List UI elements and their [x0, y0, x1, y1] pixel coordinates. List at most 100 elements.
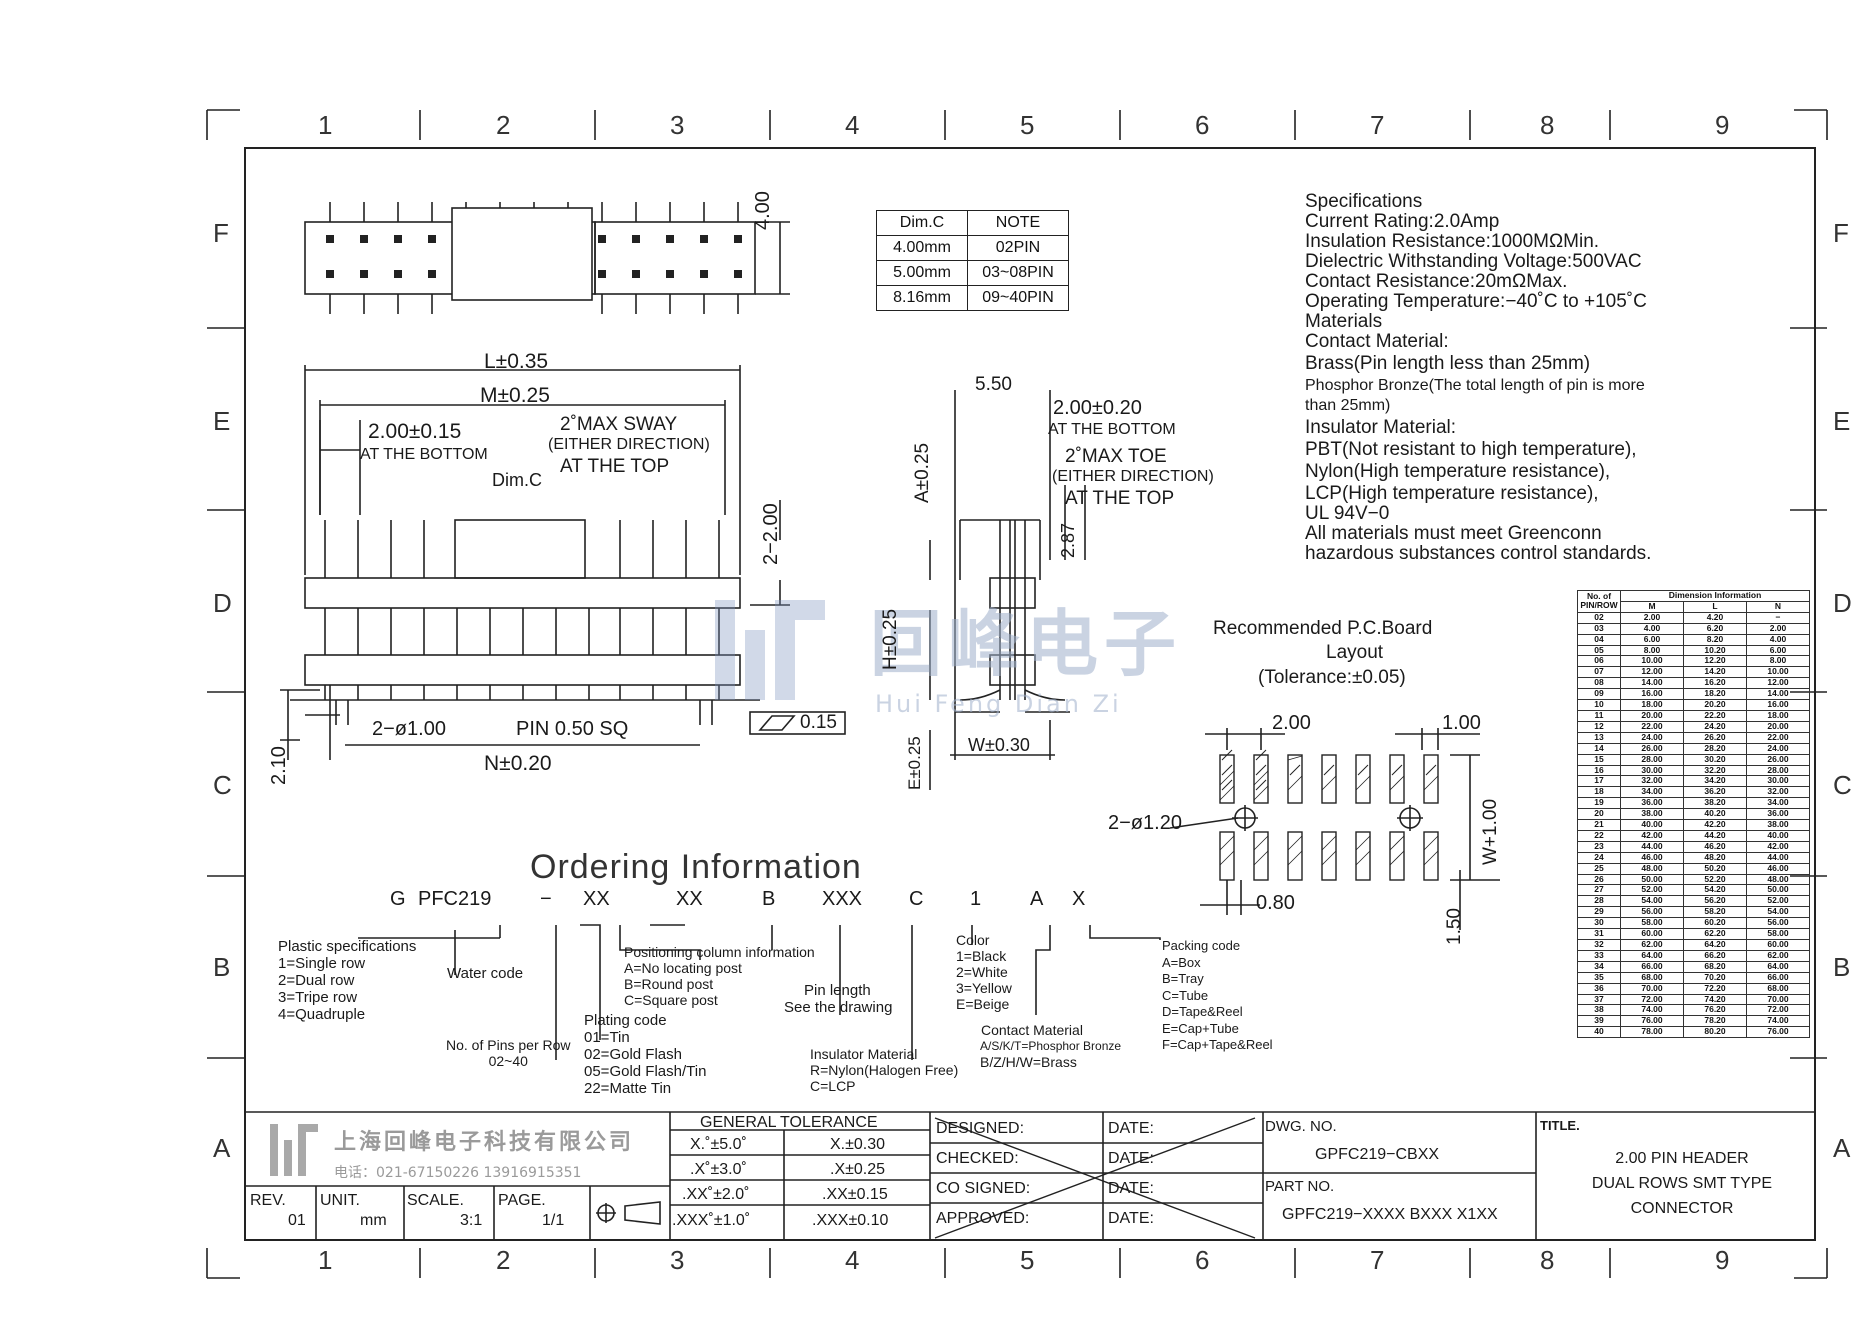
drawing-title: 2.00 PIN HEADER DUAL ROWS SMT TYPE CONNE… [1562, 1146, 1802, 1221]
side-at-bottom: AT THE BOTTOM [1048, 421, 1176, 438]
ordering-code-part: XXX [822, 888, 863, 910]
dim-m-cell: 28.00 [1620, 753, 1684, 766]
dim-l-cell: 14.20 [1683, 666, 1747, 679]
watermark-pinyin: Hui Feng Dian Zi [875, 690, 1122, 718]
spec-line: Brass(Pin length less than 25mm) [1305, 353, 1591, 374]
dim-l-cell: 18.20 [1683, 688, 1747, 701]
front-dim-c: Dim.C [492, 470, 542, 490]
pin-count-cell: 16 [1577, 764, 1621, 777]
pin-count-cell: 34 [1577, 960, 1621, 973]
part-no-label: PART NO. [1265, 1178, 1335, 1195]
dim-m-cell: 38.00 [1620, 808, 1684, 821]
dim-m-cell: 12.00 [1620, 666, 1684, 679]
dim-l-cell: 26.20 [1683, 731, 1747, 744]
spec-line: Materials [1305, 311, 1383, 332]
zone-col-6-bottom: 6 [1195, 1245, 1210, 1275]
pin-count-cell: 08 [1577, 677, 1621, 690]
spec-line: Current Rating:2.0Amp [1305, 211, 1500, 232]
pin-count-cell: 35 [1577, 971, 1621, 984]
dim-l-cell: 34.20 [1683, 775, 1747, 788]
side-dim-h: H±0.25 [880, 608, 901, 670]
dim-n-cell: 52.00 [1746, 895, 1810, 908]
dim-n-cell: 32.00 [1746, 786, 1810, 799]
dim-n-cell: 56.00 [1746, 917, 1810, 930]
zone-row-f: F [213, 218, 229, 248]
pin-table-col-m: M [1620, 600, 1684, 613]
tolerance-linear: .XX±0.15 [822, 1186, 888, 1203]
date-label: DATE: [1108, 1120, 1154, 1137]
dim-c-note: 09~40PIN [967, 285, 1069, 311]
zone-row-a-right: A [1833, 1133, 1851, 1163]
dim-c-note: 03~08PIN [967, 260, 1069, 286]
side-dim-a: A±0.25 [912, 442, 933, 503]
dim-l-cell: 62.20 [1683, 928, 1747, 940]
ordering-code-part: C [909, 888, 924, 910]
front-dim-210: 2.10 [268, 746, 290, 785]
dim-n-cell: 62.00 [1746, 949, 1810, 962]
drawing-title-line: CONNECTOR [1630, 1200, 1734, 1217]
dim-n-cell: 68.00 [1746, 982, 1810, 995]
spec-line: UL 94V−0 [1305, 503, 1390, 524]
dim-m-cell: 26.00 [1620, 742, 1684, 755]
dim-n-cell: 40.00 [1746, 829, 1810, 842]
front-dim-l: L±0.35 [484, 350, 549, 373]
front-sway-3: AT THE TOP [560, 456, 670, 477]
ordering-code-part: A [1030, 888, 1044, 910]
dim-l-cell: 48.20 [1683, 851, 1747, 864]
dim-l-cell: 60.20 [1683, 917, 1747, 930]
scale-value: 3:1 [460, 1212, 483, 1229]
dim-m-cell: 40.00 [1620, 819, 1684, 831]
pin-count-cell: 14 [1577, 742, 1621, 755]
dim-n-cell: 26.00 [1746, 753, 1810, 766]
zone-row-e: E [213, 406, 231, 436]
zone-row-e-right: E [1833, 406, 1851, 436]
dim-n-cell: 72.00 [1746, 1004, 1810, 1017]
dim-n-cell: 18.00 [1746, 709, 1810, 722]
zone-col-3: 3 [670, 110, 685, 140]
pin-table-head-dim: Dimension Information [1620, 590, 1810, 602]
pin-count-cell: 03 [1577, 622, 1621, 635]
pin-count-cell: 33 [1577, 949, 1621, 962]
front-dim-n: N±0.20 [484, 752, 552, 775]
dim-m-cell: 2.00 [1620, 611, 1684, 624]
pin-count-cell: 40 [1577, 1026, 1621, 1039]
dim-l-cell: 22.20 [1683, 709, 1747, 722]
dim-m-cell: 54.00 [1620, 895, 1684, 908]
dim-l-cell: 52.20 [1683, 873, 1747, 886]
dim-n-cell: 58.00 [1746, 928, 1810, 940]
dim-m-cell: 24.00 [1620, 731, 1684, 744]
pcb-title-1: Recommended P.C.Board [1213, 618, 1433, 639]
zone-col-9-bottom: 9 [1715, 1245, 1730, 1275]
zone-row-c-right: C [1833, 770, 1852, 800]
dim-m-cell: 58.00 [1620, 917, 1684, 930]
spec-line: Phosphor Bronze(The total length of pin … [1305, 377, 1645, 394]
spec-line: Specifications [1305, 191, 1423, 212]
spec-line: Contact Material: [1305, 331, 1449, 352]
dim-l-cell: 38.20 [1683, 797, 1747, 810]
ordering-code-part: X [1072, 888, 1086, 910]
pcb-title-2: Layout [1326, 642, 1384, 663]
dim-l-cell: 56.20 [1683, 895, 1747, 908]
dim-n-cell: 20.00 [1746, 720, 1810, 733]
front-flatness: 0.15 [800, 712, 837, 733]
dim-n-cell: 14.00 [1746, 688, 1810, 701]
ordering-code-part: XX [676, 888, 703, 910]
side-dim-287: 2.87 [1058, 522, 1078, 558]
dim-l-cell: 70.20 [1683, 971, 1747, 984]
rev-label: REV. [250, 1192, 286, 1209]
